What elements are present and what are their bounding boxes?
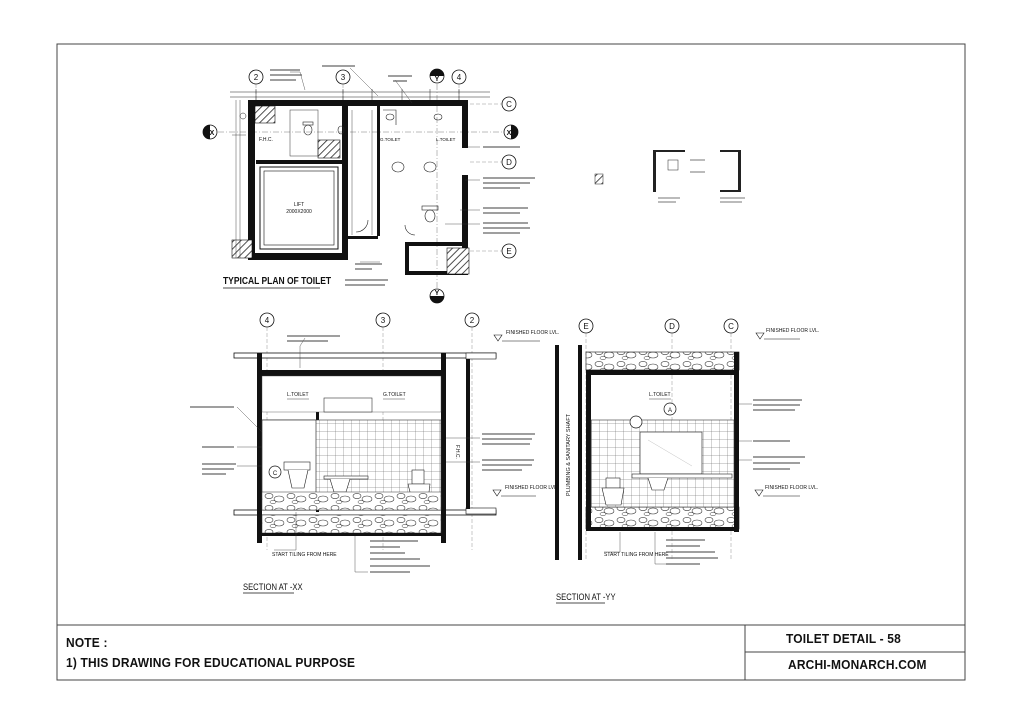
svg-text:FINISHED FLOOR LVL.: FINISHED FLOOR LVL. (506, 330, 559, 336)
svg-text:FINISHED FLOOR LVL.: FINISHED FLOOR LVL. (505, 485, 558, 491)
grid-bubble-2: 2 (248, 69, 264, 85)
xx-start-tiling-note: START TILING FROM HERE (272, 512, 337, 558)
svg-text:3: 3 (341, 73, 346, 82)
svg-text:A: A (668, 408, 672, 414)
svg-text:E: E (583, 322, 588, 331)
svg-text:D: D (506, 158, 512, 167)
key-plan-detail (594, 150, 745, 203)
xx-grid-bubble-4: 4 (259, 312, 275, 328)
section-marker-x-left: X (202, 124, 218, 140)
svg-text:3: 3 (381, 316, 386, 325)
svg-text:2: 2 (470, 316, 475, 325)
typical-plan: 2 3 4 C D E (202, 65, 535, 304)
svg-text:E: E (506, 247, 511, 256)
svg-text:X: X (507, 130, 512, 137)
drawing-title: TOILET DETAIL - 58 (786, 631, 901, 646)
section-xx-title: SECTION AT -XX (243, 581, 303, 592)
shaft-label: PLUMBING & SANITARY SHAFT (566, 413, 572, 496)
svg-text:C: C (273, 471, 278, 477)
callout-a: A (663, 402, 677, 416)
svg-text:START TILING FROM HERE: START TILING FROM HERE (272, 552, 337, 558)
section-xx: 4 3 2 (190, 312, 559, 594)
grid-bubble-c: C (501, 96, 517, 112)
svg-text:FINISHED FLOOR LVL.: FINISHED FLOOR LVL. (765, 485, 818, 491)
lift-label: LIFT (294, 202, 304, 208)
xx-grid-bubble-2: 2 (464, 312, 480, 328)
l-toilet-plan-label: L.TOILET (436, 137, 456, 142)
section-yy: E D C PLUMBING & SANITARY SHAFT (555, 318, 819, 604)
grid-bubble-d: D (501, 154, 517, 170)
yy-grid-bubble-e: E (578, 318, 594, 334)
note-line: 1) THIS DRAWING FOR EDUCATIONAL PURPOSE (66, 655, 356, 670)
lift-size-label: 2000X2000 (286, 209, 312, 215)
website-label: ARCHI-MONARCH.COM (788, 657, 927, 672)
grid-bubble-e: E (501, 243, 517, 259)
section-yy-title: SECTION AT -YY (556, 591, 616, 602)
svg-text:4: 4 (457, 73, 462, 82)
grid-bubble-3: 3 (335, 69, 351, 85)
svg-text:C: C (506, 100, 512, 109)
xx-finished-floor-level: FINISHED FLOOR LVL. FINISHED FLOOR LVL. (492, 330, 559, 497)
svg-text:C: C (728, 322, 734, 331)
svg-text:4: 4 (265, 316, 270, 325)
yy-grid-bubble-d: D (664, 318, 680, 334)
yy-finished-floor-level: FINISHED FLOOR LVL. FINISHED FLOOR LVL. (754, 328, 819, 497)
note-label: NOTE : (66, 635, 108, 650)
svg-text:X: X (210, 130, 215, 137)
grid-bubble-4: 4 (451, 69, 467, 85)
g-toilet-xx-label: G.TOILET (383, 392, 406, 398)
svg-text:D: D (669, 322, 675, 331)
fhc-label: F.H.C. (259, 137, 273, 143)
section-marker-x-right: X (503, 124, 519, 140)
svg-text:Y: Y (435, 76, 440, 83)
sheet-border (56, 43, 966, 681)
svg-text:FINISHED FLOOR LVL.: FINISHED FLOOR LVL. (766, 328, 819, 334)
yy-start-tiling-note: START TILING FROM HERE (604, 532, 669, 558)
title-block (57, 624, 965, 680)
xx-grid-bubble-3: 3 (375, 312, 391, 328)
svg-text:START TILING FROM HERE: START TILING FROM HERE (604, 552, 669, 558)
plan-title: TYPICAL PLAN OF TOILET (223, 275, 331, 286)
callout-c: C (268, 465, 282, 479)
l-toilet-xx-label: L.TOILET (287, 392, 309, 398)
fhc-vertical-label: F.H.C. (454, 445, 460, 459)
section-marker-y-bottom: Y (429, 288, 445, 304)
svg-text:Y: Y (435, 290, 440, 297)
g-toilet-plan-label: G.TOILET (380, 137, 401, 142)
svg-text:2: 2 (254, 73, 259, 82)
l-toilet-yy-label: L.TOILET (649, 392, 671, 398)
yy-grid-bubble-c: C (723, 318, 739, 334)
section-marker-y-top: Y (429, 68, 445, 84)
